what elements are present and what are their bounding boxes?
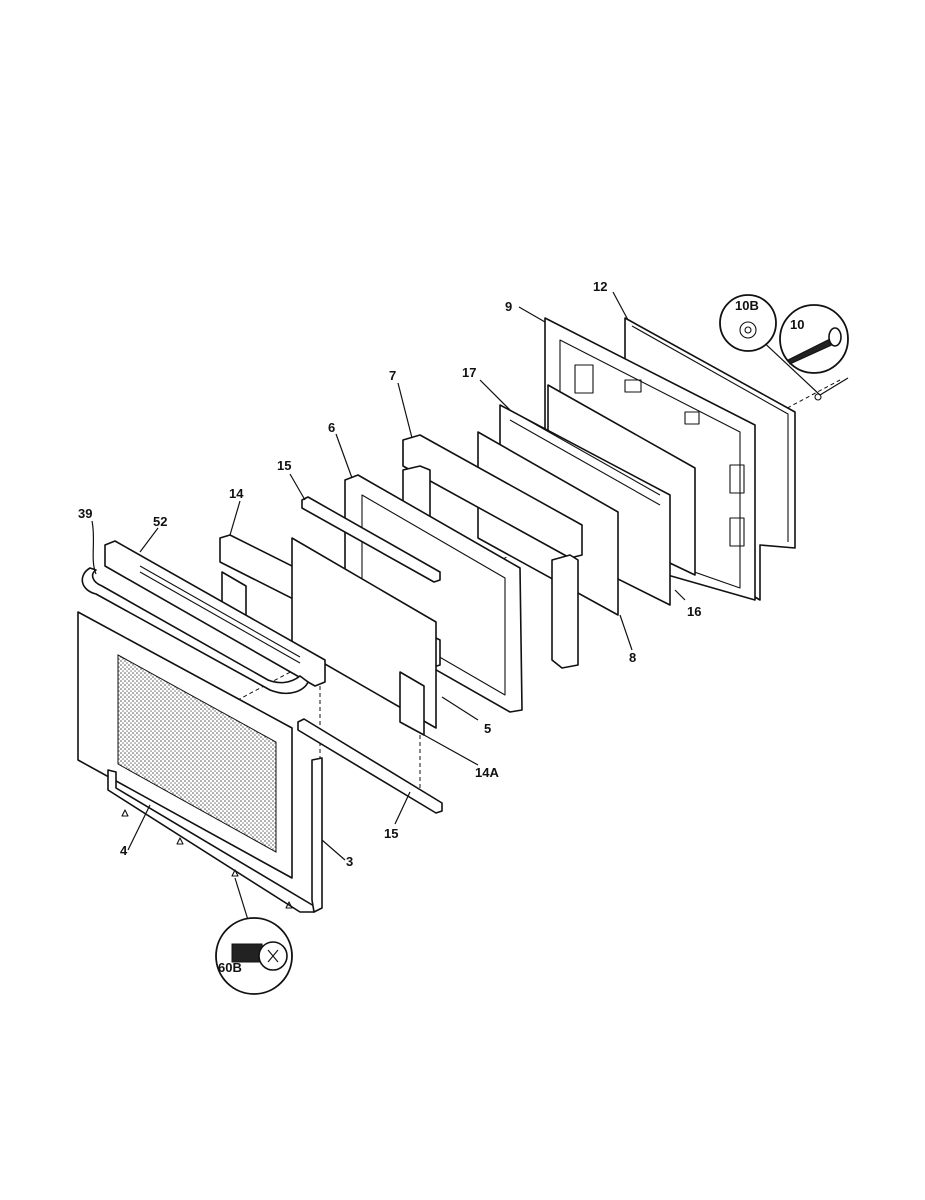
label-12: 12 bbox=[593, 279, 607, 294]
detail-bubble-60B bbox=[215, 917, 293, 995]
part-10-screw bbox=[814, 377, 849, 401]
detail-bubble-10B bbox=[719, 294, 777, 352]
label-15-top: 15 bbox=[277, 458, 291, 473]
detail-bubble-10 bbox=[779, 304, 849, 374]
label-52: 52 bbox=[153, 514, 167, 529]
label-15-bottom: 15 bbox=[384, 826, 398, 841]
label-39: 39 bbox=[78, 506, 92, 521]
screw-marks bbox=[121, 809, 293, 909]
label-5: 5 bbox=[484, 721, 491, 736]
callout-labels: 9 12 10B 10 7 17 6 15 14 39 52 16 8 5 14… bbox=[78, 279, 804, 975]
label-10B: 10B bbox=[735, 298, 759, 313]
part-15-bottom-channel bbox=[297, 718, 443, 814]
part-15-top-channel bbox=[301, 496, 441, 583]
part-52-handle-trim bbox=[104, 540, 326, 687]
label-60B: 60B bbox=[218, 960, 242, 975]
part-39-door-handle bbox=[81, 567, 309, 695]
label-6: 6 bbox=[328, 420, 335, 435]
label-16: 16 bbox=[687, 604, 701, 619]
label-9: 9 bbox=[505, 299, 512, 314]
label-3: 3 bbox=[346, 854, 353, 869]
label-4: 4 bbox=[120, 843, 128, 858]
part-3-outer-door-frame bbox=[107, 757, 323, 913]
label-7: 7 bbox=[389, 368, 396, 383]
label-14A: 14A bbox=[475, 765, 499, 780]
label-10: 10 bbox=[790, 317, 804, 332]
callout-leaders bbox=[91, 291, 821, 921]
label-17: 17 bbox=[462, 365, 476, 380]
part-4-outer-door-panel bbox=[77, 611, 293, 879]
label-8: 8 bbox=[629, 650, 636, 665]
label-14: 14 bbox=[229, 486, 244, 501]
